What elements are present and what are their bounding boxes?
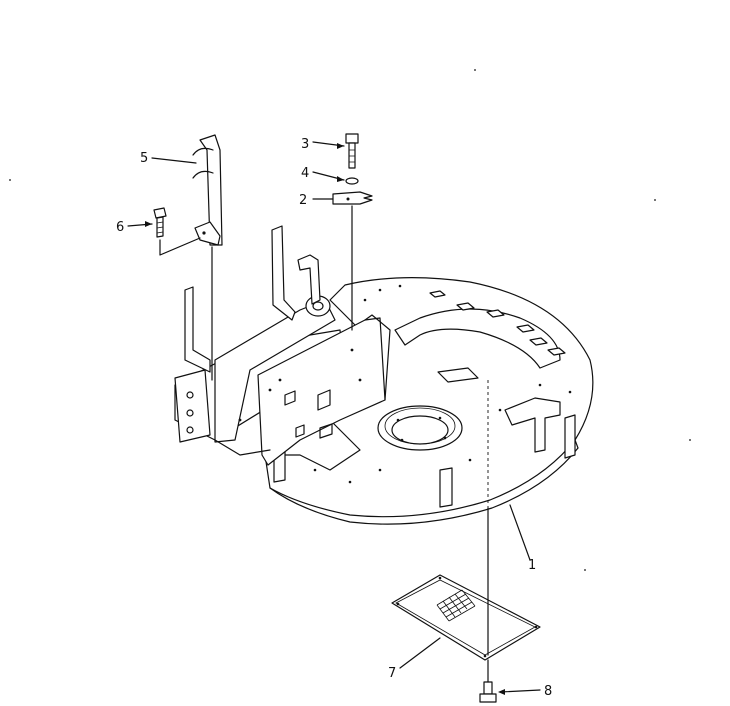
right-bracket [504,397,561,453]
left-bracket-plate [174,369,211,443]
cover-plate-7 [391,574,541,661]
frame-rim [269,447,579,525]
scan-specks [9,69,691,571]
washer-4 [345,177,359,185]
frame-deck [264,277,594,518]
callout-7: 7 [388,666,396,681]
assembly-lines [159,205,489,683]
deck-pads [429,290,566,383]
rod-right [297,254,321,305]
callout-2: 2 [299,193,307,208]
right-side-plate [257,317,386,466]
clamp-bracket [192,134,223,246]
revolving-frame [264,277,594,525]
front-tab [439,467,453,508]
callout-1: 1 [528,558,536,573]
deck-holes [313,284,572,484]
rod-left [184,286,211,373]
bolt-6 [153,207,167,238]
callout-3: 3 [301,137,309,152]
leader-lines [127,141,541,695]
mesh-grid [436,589,476,622]
bolt-3 [345,133,359,169]
callout-5: 5 [140,151,148,166]
clamp-2 [332,191,373,205]
boom-mount [174,225,391,466]
rod-mid [271,225,296,321]
callout-6: 6 [116,220,124,235]
frame-channel [394,308,561,369]
callout-4: 4 [301,166,309,181]
callouts: 1 2 3 4 5 6 7 8 [116,137,552,699]
callout-8: 8 [544,684,552,699]
bolt-8 [479,681,497,703]
